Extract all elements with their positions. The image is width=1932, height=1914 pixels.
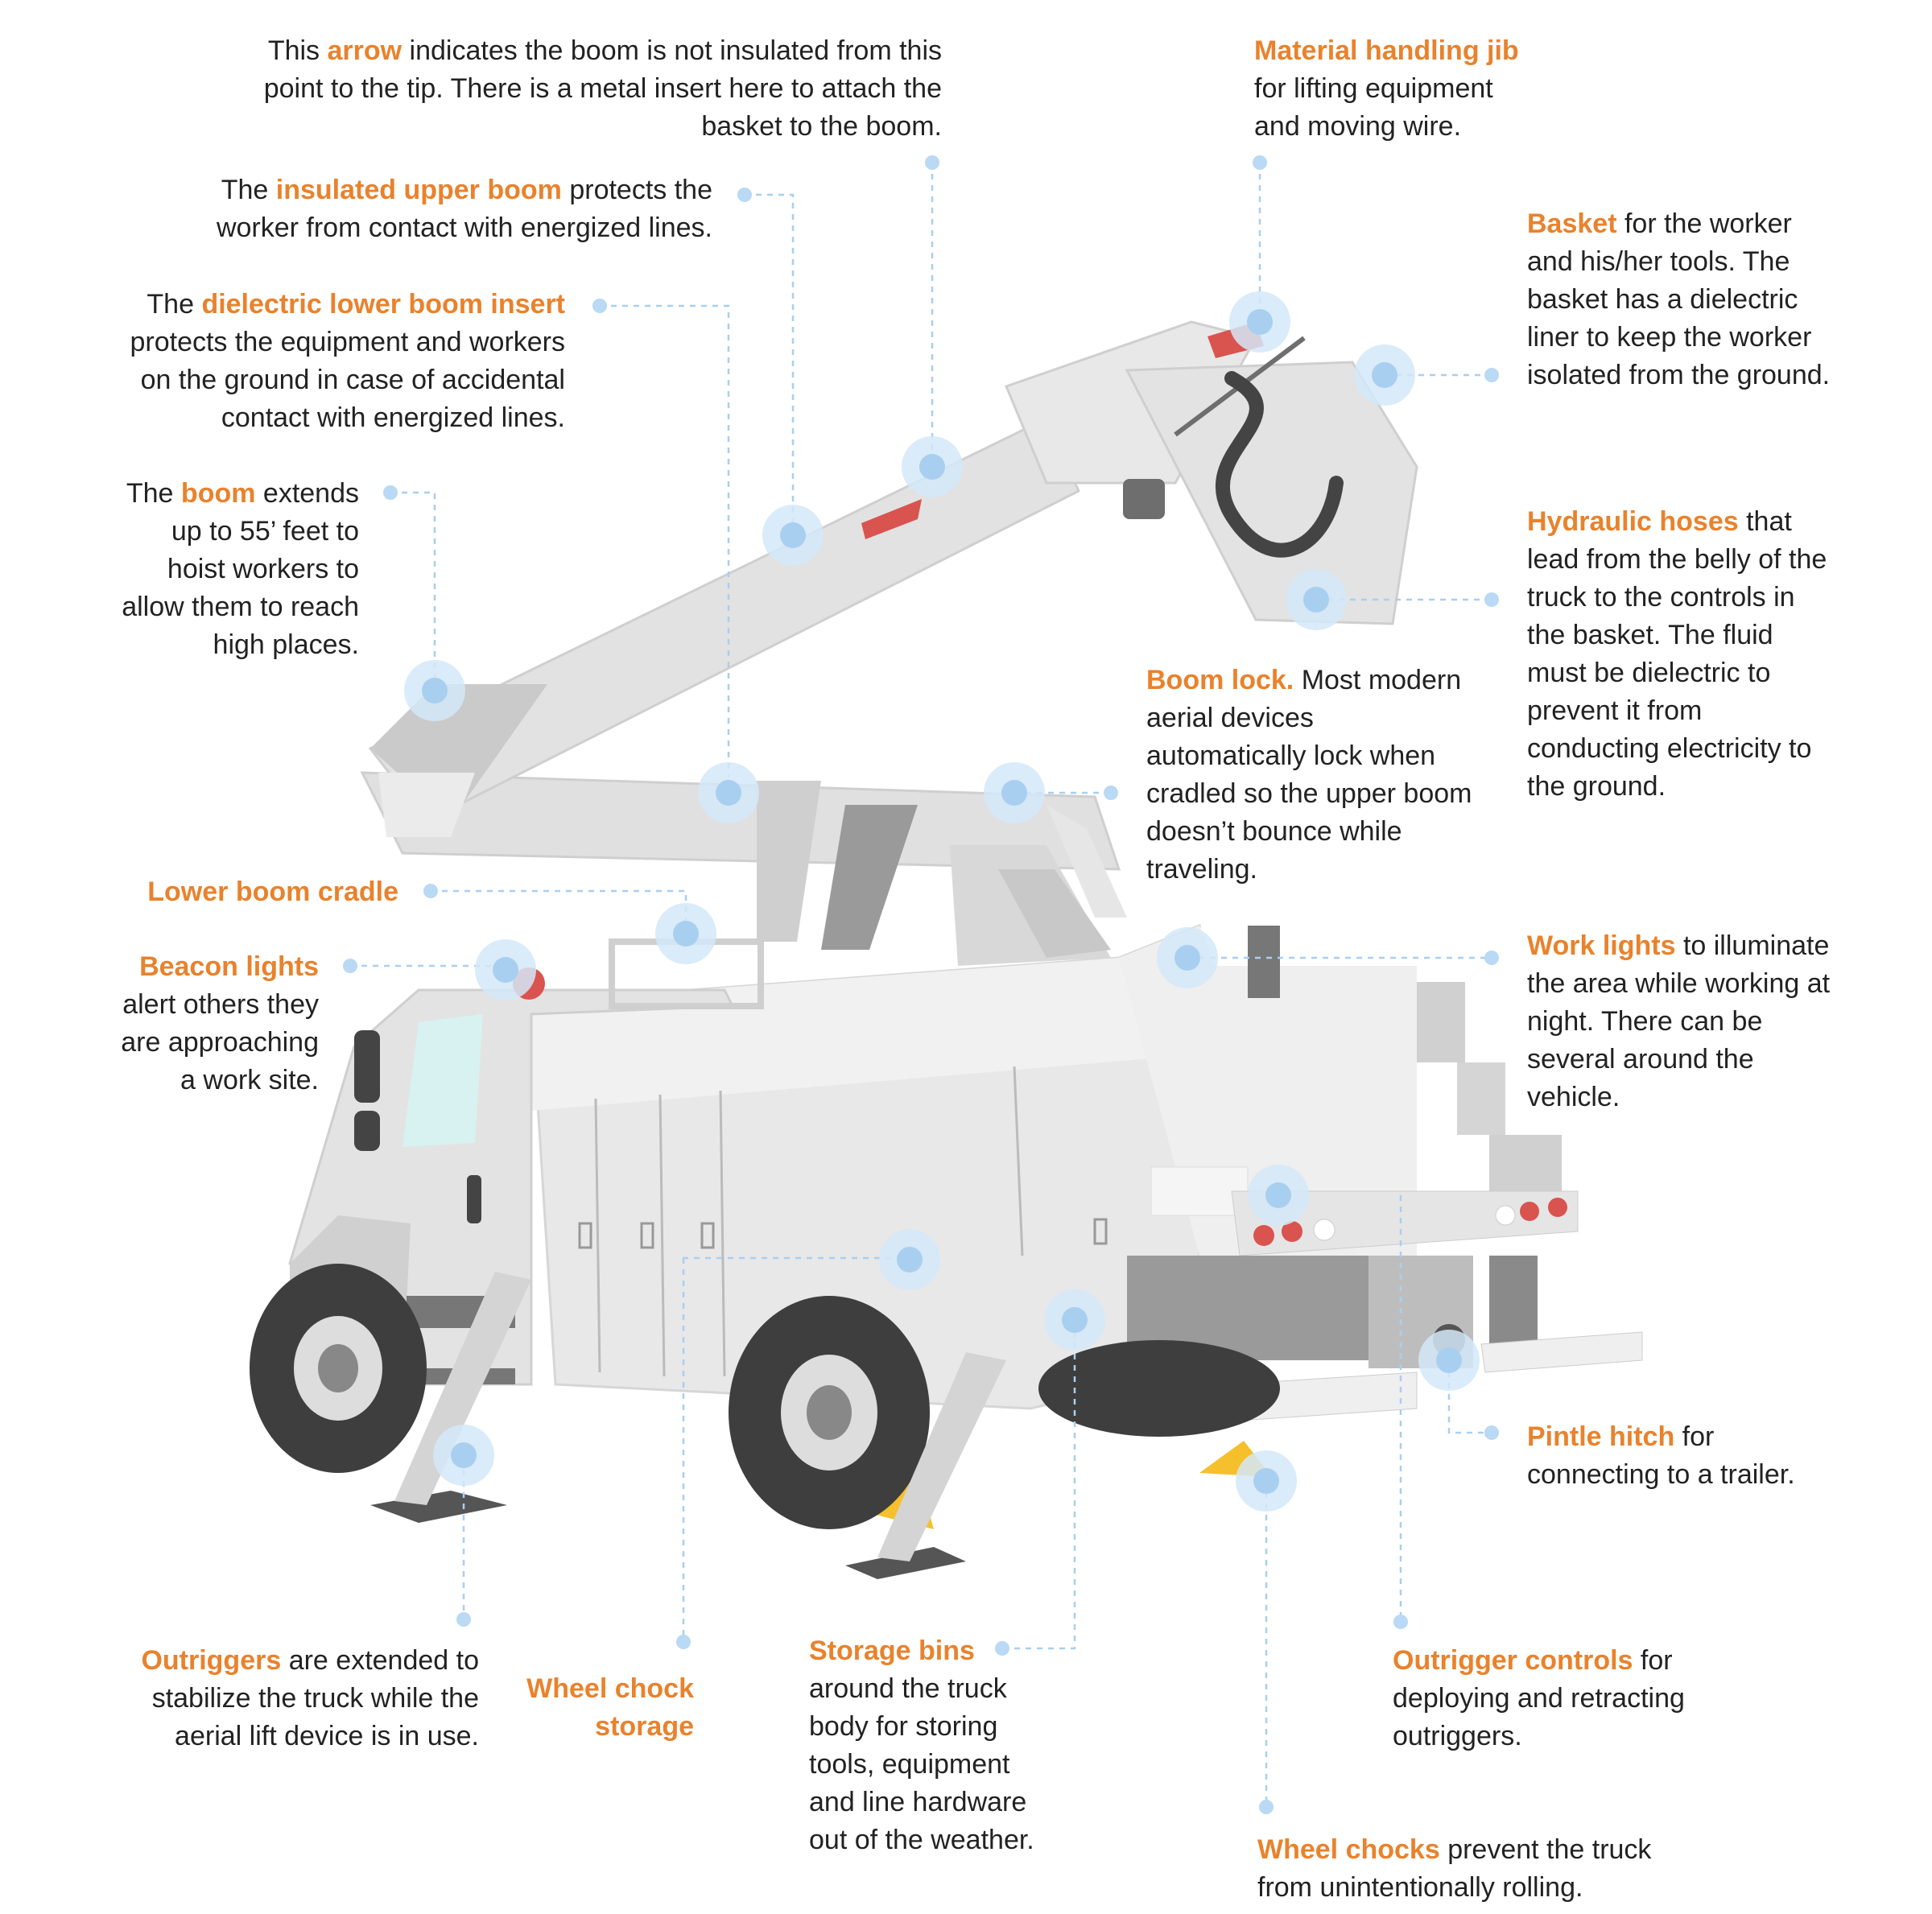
marker-boom [404,660,465,721]
caption-boom-text: extends up to 55’ feet to hoist workers … [122,478,359,660]
caption-hoses-highlight: Hydraulic hoses [1527,506,1739,537]
caption-boom-highlight: boom [180,478,256,509]
marker-hoses [1286,569,1347,630]
wheels [250,1264,1280,1529]
caption-work-lights-text: to illuminate the area while working at … [1527,930,1831,1112]
marker-storage-bins [1044,1289,1105,1351]
caption-basket-text: for the worker and his/her tools. The ba… [1527,208,1831,390]
caption-hoses-text: that lead from the belly of the truck to… [1527,506,1827,802]
marker-chocks [1236,1450,1297,1512]
caption-chock-storage-highlight: Wheel chock storage [526,1673,694,1742]
caption-lower-insert-text: protects the equipment and workers on th… [130,327,565,433]
caption-beacon-text: alert others they are approaching a work… [121,989,319,1095]
caption-outrigger-controls: Outrigger controls for deploying and ret… [1393,1642,1699,1755]
caption-boom: The boom extends up to 55’ feet to hoist… [113,475,359,664]
caption-arrow-pre: This [267,35,328,66]
caption-storage-bins-text: around the truck body for storing tools,… [809,1673,1034,1855]
caption-upper-boom-pre: The [221,175,276,205]
caption-beacon: Beacon lights alert others they are appr… [105,948,319,1099]
caption-boom-lock-highlight: Boom lock. [1146,665,1294,695]
caption-hoses: Hydraulic hoses that lead from the belly… [1527,503,1833,806]
caption-upper-boom-highlight: insulated upper boom [275,175,562,205]
caption-chock-storage: Wheel chock storage [507,1670,694,1746]
caption-pintle-text: for connecting to a trailer. [1527,1421,1795,1490]
upper-boom [368,416,1080,837]
caption-cradle-highlight: Lower boom cradle [147,877,398,907]
caption-outriggers-highlight: Outriggers [141,1645,282,1676]
caption-lower-insert-pre: The [147,289,202,320]
marker-cradle [655,903,716,964]
caption-outriggers: Outriggers are extended to stabilize the… [113,1642,479,1755]
caption-arrow: This arrow indicates the boom is not ins… [217,32,942,146]
caption-lower-insert: The dielectric lower boom insert protect… [97,286,565,437]
marker-pintle [1418,1330,1480,1391]
caption-arrow-highlight: arrow [327,35,402,66]
caption-beacon-highlight: Beacon lights [139,951,319,982]
marker-work-lights [1157,927,1218,988]
marker-jib [1229,291,1290,353]
marker-outrigger-controls [1248,1165,1309,1226]
caption-pintle-highlight: Pintle hitch [1527,1421,1675,1452]
caption-storage-bins: Storage bins around the truck body for s… [809,1632,1051,1859]
caption-chocks-highlight: Wheel chocks [1257,1834,1440,1865]
caption-basket: Basket for the worker and his/her tools.… [1527,205,1833,394]
caption-work-lights: Work lights to illuminate the area while… [1527,927,1849,1116]
marker-outriggers [433,1425,494,1486]
caption-cradle: Lower boom cradle [121,873,398,911]
caption-jib-text: for lifting equipment and moving wire. [1254,73,1493,142]
caption-boom-pre: The [126,478,181,509]
outriggers [394,1272,1006,1561]
marker-chock-storage [879,1229,940,1290]
callout-markers [404,291,1480,1512]
caption-pintle: Pintle hitch for connecting to a trailer… [1527,1418,1841,1494]
caption-boom-lock-text: Most modern aerial devices automatically… [1146,665,1472,885]
marker-beacon [475,939,536,1000]
caption-outrigger-controls-highlight: Outrigger controls [1393,1645,1633,1676]
outrigger-pads [370,1491,966,1579]
caption-outrigger-controls-text: for deploying and retracting outriggers. [1393,1645,1685,1751]
marker-basket [1354,344,1415,406]
caption-chocks: Wheel chocks prevent the truck from unin… [1257,1831,1692,1907]
marker-boom-lock [984,762,1045,823]
caption-outriggers-text: are extended to stabilize the truck whil… [151,1645,479,1751]
caption-boom-lock: Boom lock. Most modern aerial devices au… [1146,662,1476,889]
leader-lines [350,163,1492,1803]
marker-arrow [902,436,963,497]
caption-upper-boom: The insulated upper boom protects the wo… [185,171,712,247]
marker-upper-boom [762,505,824,566]
caption-dots [343,155,1499,1814]
caption-storage-bins-highlight: Storage bins [809,1636,975,1666]
lower-boom [360,771,1127,1009]
caption-work-lights-highlight: Work lights [1527,930,1676,961]
caption-jib: Material handling jib for lifting equipm… [1254,32,1544,146]
caption-chocks-text: prevent the truck from unintentionally r… [1257,1834,1652,1903]
caption-lower-insert-highlight: dielectric lower boom insert [201,289,565,320]
caption-arrow-text: indicates the boom is not insulated from… [263,35,942,142]
caption-upper-boom-text: protects the worker from contact with en… [216,175,712,243]
caption-basket-highlight: Basket [1527,208,1617,239]
caption-jib-highlight: Material handling jib [1254,35,1519,66]
marker-lower-insert [698,762,759,823]
